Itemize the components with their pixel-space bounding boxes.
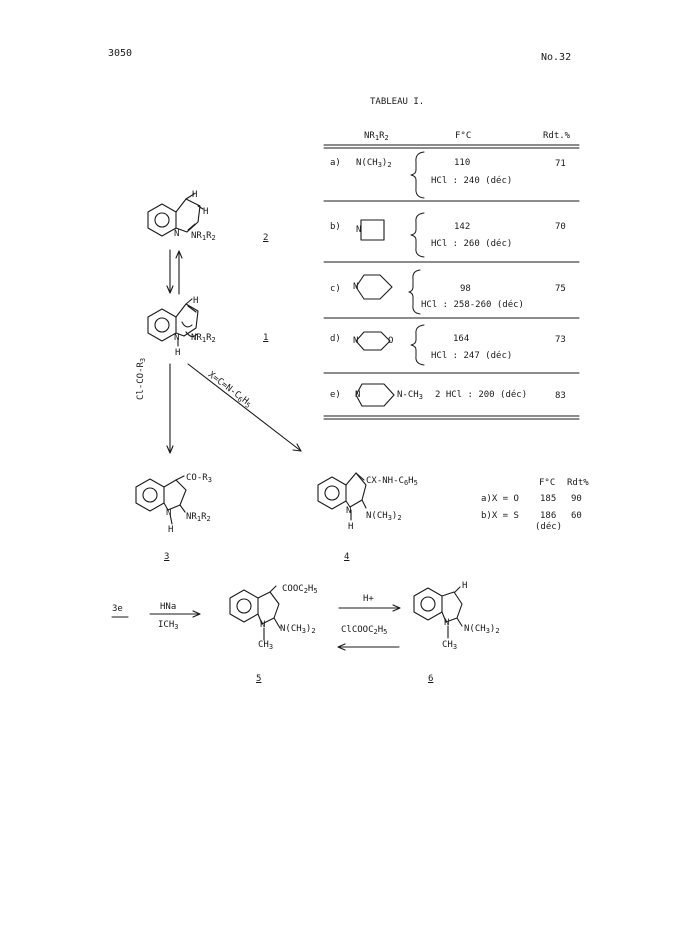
col-yield: Rdt.%	[543, 131, 571, 141]
n-methyl-label: CH3	[258, 640, 274, 651]
morpholine-ring	[355, 331, 391, 351]
reagent-chloroformate: ClCOOC2H5	[341, 625, 388, 636]
c4-row-yield: 90	[571, 494, 582, 504]
table-title: TABLEAU I.	[370, 97, 425, 107]
compound-5-label: 5	[256, 674, 262, 684]
compound-2-label: 2	[263, 233, 269, 243]
atom-h: H	[168, 525, 174, 535]
col-amine: NR1R2	[364, 131, 389, 142]
compound-5-structure	[229, 585, 281, 641]
compound-4-label: 4	[344, 552, 350, 562]
compound-3-label: 3	[164, 552, 170, 562]
atom-n: N	[346, 506, 352, 516]
page-number: 3050	[108, 48, 133, 59]
reagent-base: HNa	[160, 602, 177, 612]
ring-n-label: N	[353, 336, 359, 346]
piperazine-ring	[355, 383, 395, 407]
c4-row-mp: 186	[540, 511, 557, 521]
row-mp: 98	[460, 284, 471, 294]
row-mp: 164	[453, 334, 470, 344]
atom-n: N	[174, 333, 180, 343]
compound-1-label: 1	[263, 333, 269, 343]
row-yield: 83	[555, 391, 566, 401]
row-salt: 2 HCl : 200 (déc)	[435, 390, 528, 400]
table-rules	[323, 144, 580, 420]
row-id: c)	[330, 284, 341, 294]
atom-h: H	[192, 190, 198, 200]
reaction-arrow-to-4	[187, 363, 302, 452]
substituent-label: N(CH3)2	[464, 624, 500, 635]
atom-h: H	[175, 348, 181, 358]
starting-compound-label: 3e	[112, 604, 123, 614]
atom-h: H	[203, 207, 209, 217]
row-yield: 71	[555, 159, 566, 169]
substituent-label: NR1R2	[191, 231, 216, 242]
row-id: e)	[330, 390, 341, 400]
row-yield: 75	[555, 284, 566, 294]
c4-row-note: (déc)	[535, 522, 563, 532]
row-salt: HCl : 258-260 (déc)	[421, 300, 524, 310]
substituent-label: NR1R2	[191, 333, 216, 344]
compound-1-structure	[147, 298, 199, 347]
equilibrium-arrow	[166, 249, 183, 295]
row-id: b)	[330, 222, 341, 232]
row-amine: N(CH3)2	[356, 158, 392, 169]
atom-n: N	[174, 229, 180, 239]
substituent-label: CO-R3	[186, 473, 212, 484]
atom-n: N	[444, 618, 450, 628]
ring-o-label: O	[388, 336, 394, 346]
compound-6-label: 6	[428, 674, 434, 684]
n-methyl-label: CH3	[442, 640, 458, 651]
ring-n-label: N	[356, 225, 362, 235]
reaction-arrow-to-3	[166, 363, 174, 454]
reagent-methyl-iodide: ICH3	[158, 620, 179, 631]
c4-row-yield: 60	[571, 511, 582, 521]
row-id: a)	[330, 158, 341, 168]
piperidine-ring	[355, 274, 393, 300]
col-mp: F°C	[455, 131, 472, 141]
compound-2-structure	[147, 193, 204, 237]
reagent-acid: H+	[363, 594, 374, 604]
atom-n: N	[260, 620, 266, 630]
row-yield: 73	[555, 335, 566, 345]
reaction-arrows-5-6	[337, 604, 401, 651]
row-yield: 70	[555, 222, 566, 232]
c4-row-mp: 185	[540, 494, 557, 504]
c4-row-label: a)X = O	[481, 494, 519, 504]
row-mp: 142	[454, 222, 471, 232]
atom-h: H	[462, 581, 468, 591]
reaction-arrow-start	[111, 610, 201, 618]
substituent-label: N(CH3)2	[366, 511, 402, 522]
c4-row-label: b)X = S	[481, 511, 519, 521]
row-id: d)	[330, 334, 341, 344]
row-amine: N-CH3	[397, 390, 423, 401]
row-salt: HCl : 260 (déc)	[431, 239, 513, 249]
reagent-acyl-chloride: Cl-CO-R3	[136, 357, 147, 400]
compound-3-structure	[135, 475, 187, 525]
substituent-label: N(CH3)2	[280, 624, 316, 635]
substituent-label: COOC2H5	[282, 584, 318, 595]
substituent-label: NR1R2	[186, 512, 211, 523]
row-salt: HCl : 240 (déc)	[431, 176, 513, 186]
atom-h: H	[193, 296, 199, 306]
row-mp: 110	[454, 158, 471, 168]
pyrrolidine-ring	[360, 219, 385, 241]
atom-h: H	[348, 522, 354, 532]
brace-marks	[408, 151, 425, 366]
ring-n-label: N	[353, 282, 359, 292]
c4-col-yield: Rdt%	[567, 478, 589, 488]
substituent-label: CX-NH-C6H5	[366, 476, 418, 487]
c4-col-mp: F°C	[539, 478, 556, 488]
row-salt: HCl : 247 (déc)	[431, 351, 513, 361]
journal-issue: No.32	[541, 52, 572, 63]
atom-n: N	[166, 508, 172, 518]
compound-6-structure	[413, 586, 463, 639]
compound-4-structure	[317, 472, 367, 521]
ring-n-label: N	[355, 390, 361, 400]
